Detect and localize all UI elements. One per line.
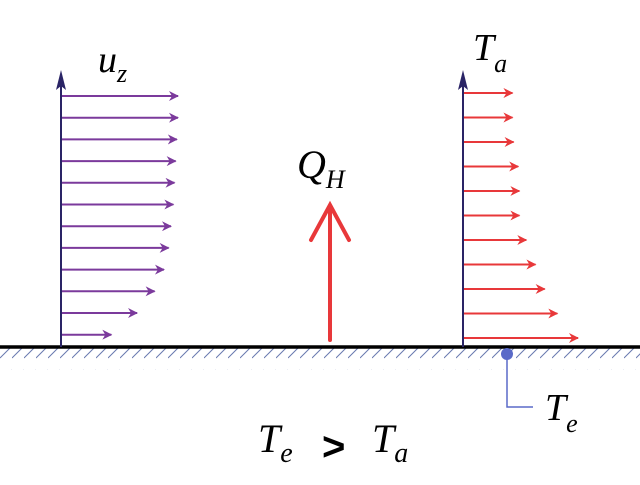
svg-text:>: >: [322, 425, 345, 469]
air-temp-label: Ta: [473, 27, 507, 78]
velocity-axis-arrowhead-icon: [56, 70, 66, 90]
temperature-axis-arrowhead-icon: [458, 70, 468, 90]
heat-flux-arrow: [309, 200, 351, 342]
surface-probe-leader: [506, 354, 533, 408]
ground-hatching: [0, 348, 640, 370]
svg-text:Ta: Ta: [372, 416, 408, 469]
temperature-profile: [463, 88, 579, 343]
heat-flux-label: QH: [297, 142, 346, 194]
temperature-inequality: Te > Ta: [258, 416, 408, 469]
velocity-profile: [61, 91, 179, 340]
svg-text:Te: Te: [258, 416, 293, 469]
surface-temp-label: Te: [545, 387, 578, 438]
velocity-label: uz: [98, 39, 127, 88]
